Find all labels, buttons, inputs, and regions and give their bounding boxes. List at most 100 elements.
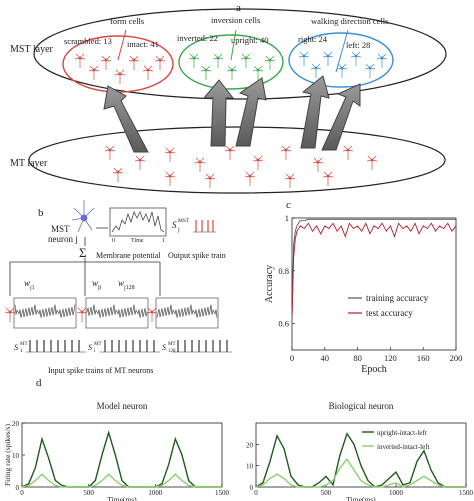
inversion-cells-title: inversion cells <box>211 15 260 25</box>
legend-label-1: inverted-intact-left <box>377 443 430 451</box>
membrane-caption: Membrane potential <box>96 251 161 260</box>
neuron-icon <box>298 51 310 66</box>
form-cells-right-label: intact: 41 <box>127 39 159 49</box>
mt-neuron-icons <box>104 145 378 188</box>
chart-title: Biological neuron <box>329 401 394 411</box>
membrane-potential-trace <box>111 211 165 233</box>
panel-b-letter: b <box>38 207 44 219</box>
walking-cells-title: walking direction cells <box>311 16 388 26</box>
mt-spike-1-sub: 1 <box>20 349 23 354</box>
series-line-0 <box>291 218 456 324</box>
output-spike-symbol: S <box>172 220 177 230</box>
x-tick-label: 500 <box>321 489 332 497</box>
neuron-icon <box>252 155 264 170</box>
neuron-icon <box>112 167 124 182</box>
weight-128-symbol: w <box>118 278 124 288</box>
mt-spike-1-sup: MT <box>20 342 28 347</box>
output-spikes <box>195 220 214 232</box>
neuron-icon <box>350 51 362 66</box>
neuron-icon <box>88 65 100 80</box>
x-tick-label: 160 <box>417 353 430 363</box>
mt-membrane-plots <box>4 297 219 329</box>
y-tick-label: 20 <box>12 420 20 428</box>
neuron-icon <box>164 147 176 162</box>
mt-spike-1-symbol: S <box>14 343 18 352</box>
membrane-time-label: Time <box>131 238 144 244</box>
x-tick-label: 500 <box>83 489 94 497</box>
output-spike-sup: MST <box>178 218 190 224</box>
y-axis-label: Firing rate (spikes/s) <box>3 423 12 486</box>
projection-arrow-2 <box>202 79 235 147</box>
neuron-icon <box>280 145 292 160</box>
x-tick-label: 40 <box>321 353 330 363</box>
x-axis-label: Epoch <box>361 364 387 375</box>
mt-input-caption: Input spike trains of MT neurons <box>48 366 153 375</box>
neuron-icon <box>264 55 276 70</box>
mt-layer-ellipse <box>28 126 446 194</box>
neuron-icon <box>104 145 116 160</box>
inversion-cells-ellipse <box>178 34 284 90</box>
walking-cells-divider <box>335 29 349 73</box>
x-tick-label: 1000 <box>148 489 163 497</box>
x-tick-label: 80 <box>353 353 362 363</box>
mt-spike-128-symbol: S <box>162 343 166 352</box>
mt-spike-i-sup: MT <box>94 342 102 347</box>
neuron-icon <box>376 53 388 68</box>
series-line-0 <box>255 432 466 488</box>
mt-membrane-trace <box>14 304 76 318</box>
x-tick-label: 1500 <box>215 489 230 497</box>
mst-neuron-label: MST <box>51 224 70 234</box>
y-tick-label: 0.8 <box>278 266 289 276</box>
y-tick-label: 10 <box>246 463 254 471</box>
x-tick-label: 120 <box>384 353 397 363</box>
plot-frame <box>255 422 467 488</box>
neuron-icon <box>342 145 354 160</box>
mt-layer-label: MT layer <box>10 158 48 169</box>
y-tick-label: 0 <box>250 484 254 492</box>
inversion-cells-divider <box>230 29 237 61</box>
weight-128-sub: j128 <box>123 285 135 291</box>
y-axis-label: Accuracy <box>264 265 275 303</box>
chart-title: Model neuron <box>97 401 148 411</box>
panel-b: b MST neuron j 0 Time 1 S j MST Σ Membra… <box>4 200 232 375</box>
walking-cells-right-label: left: 28 <box>346 40 370 50</box>
inversion-cells-right-label: upright: 40 <box>231 35 269 45</box>
form-cells-left-label: scrambled: 13 <box>64 36 112 46</box>
neuron-icon <box>114 69 126 84</box>
x-tick-label: 0 <box>20 489 24 497</box>
projection-arrow-3 <box>235 77 267 147</box>
panel-a: a MST layer form cells scrambled: 13 int… <box>10 2 447 194</box>
y-tick-label: 1 <box>285 213 289 223</box>
neuron-icon <box>128 55 140 70</box>
x-tick-label: 0 <box>290 353 294 363</box>
mt-membrane-trace <box>156 304 218 318</box>
mt-spike-i-sub: i <box>94 349 96 354</box>
neuron-icon <box>322 51 334 66</box>
x-tick-label: 0 <box>254 489 258 497</box>
series-line-1 <box>255 458 466 488</box>
y-tick-label: 20 <box>246 441 254 449</box>
neuron-icon <box>100 55 112 70</box>
weight-i-symbol: w <box>92 278 98 288</box>
neuron-icon <box>200 65 212 80</box>
neuron-icon <box>188 53 200 68</box>
form-cells-divider <box>117 29 127 61</box>
neuron-icon <box>226 65 238 80</box>
weight-1-symbol: w <box>24 278 30 288</box>
neuron-icon <box>154 55 166 70</box>
inversion-cells-left-label: inverted: 22 <box>177 33 218 43</box>
projection-arrow-1 <box>103 85 149 153</box>
membrane-time-one: 1 <box>162 238 165 244</box>
neuron-icon <box>252 65 264 80</box>
neuron-icon <box>322 171 334 186</box>
neuron-icon <box>194 157 206 172</box>
y-tick-label: 10 <box>12 452 20 460</box>
weight-1-sub: j1 <box>29 285 35 291</box>
